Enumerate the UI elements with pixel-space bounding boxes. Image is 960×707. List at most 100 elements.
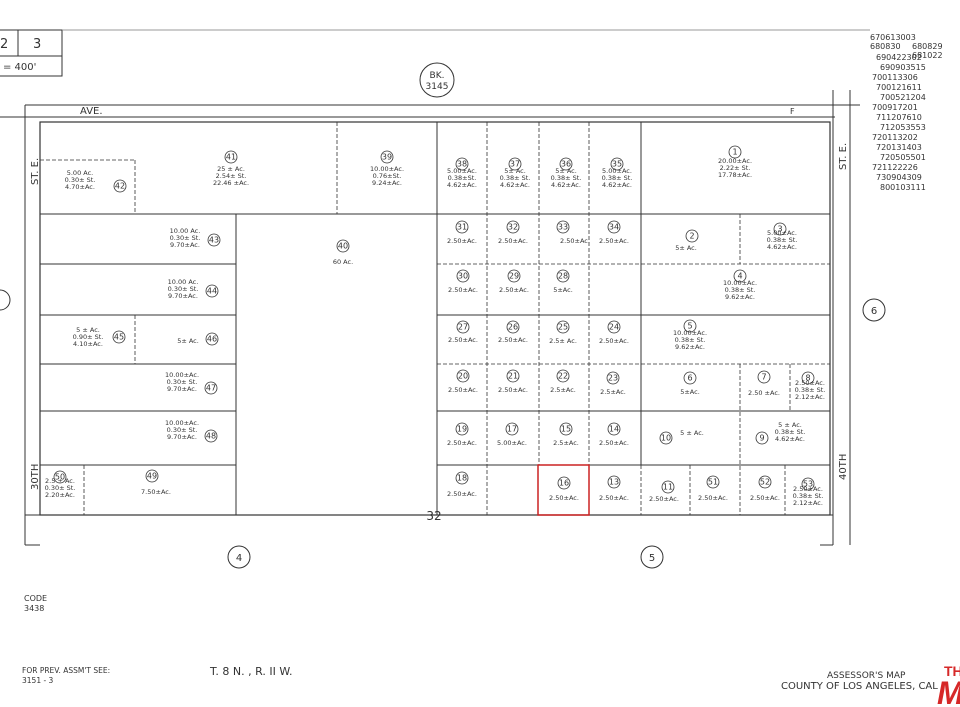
parcel-circle-18[interactable] [455, 471, 469, 485]
parcel-number-15: 15 [561, 425, 571, 434]
parcel-area-37: 5± Ac. [504, 167, 526, 175]
parcel-circle-7[interactable] [757, 370, 771, 384]
parcel-circle-26[interactable] [506, 320, 520, 334]
parcel-circle-20[interactable] [456, 369, 470, 383]
code-value: 3438 [24, 604, 44, 613]
parcel-circle-45[interactable] [112, 330, 126, 344]
parcel-area-29: 2.50±Ac. [499, 286, 529, 294]
parcel-area-36: 5± Ac. [555, 167, 577, 175]
parcel-circle-47[interactable] [204, 381, 218, 395]
parcel-area-53: 2.12±Ac. [793, 499, 823, 507]
parcel-number-25: 25 [558, 323, 568, 332]
parcel-circle-34[interactable] [607, 220, 621, 234]
parcel-circle-11[interactable] [661, 480, 675, 494]
parcel-circle-27[interactable] [456, 320, 470, 334]
parcel-circle-5[interactable] [683, 319, 697, 333]
parcel-number-41: 41 [226, 153, 236, 162]
parcel-area-24: 2.50±Ac. [599, 337, 629, 345]
parcel-circle-3[interactable] [773, 222, 787, 236]
parcel-circle-14[interactable] [607, 422, 621, 436]
parcel-circle-25[interactable] [556, 320, 570, 334]
parcel-circle-15[interactable] [559, 422, 573, 436]
parcel-circle-50[interactable] [53, 470, 67, 484]
parcel-circle-30[interactable] [456, 269, 470, 283]
parcel-circle-17[interactable] [505, 422, 519, 436]
parcel-circle-52[interactable] [758, 475, 772, 489]
parcel-area-44: 9.70±Ac. [168, 292, 198, 300]
parcel-area-47: 10.00±Ac. [165, 371, 199, 379]
parcel-circle-23[interactable] [606, 371, 620, 385]
parcel-area-13: 2.50±Ac. [599, 494, 629, 502]
parcel-number-51: 51 [708, 478, 718, 487]
parcel-circle-37[interactable] [508, 157, 522, 171]
adjacent-5-label: 5 [649, 553, 655, 564]
parcel-circle-31[interactable] [455, 220, 469, 234]
parcel-circle-39[interactable] [380, 150, 394, 164]
parcel-circle-33[interactable] [556, 220, 570, 234]
parcel-circle-10[interactable] [659, 431, 673, 445]
parcel-circle-19[interactable] [455, 422, 469, 436]
parcel-circle-4[interactable] [733, 269, 747, 283]
parcel-area-5: 9.62±Ac. [675, 343, 705, 351]
parcel-circle-9[interactable] [755, 431, 769, 445]
parcel-area-23: 2.5±Ac. [600, 388, 626, 396]
adjacent-section-5 [640, 545, 664, 569]
parcel-area-9: 4.62±Ac. [775, 435, 805, 443]
parcel-area-53: 2.50±Ac. [793, 485, 823, 493]
parcel-number-38: 38 [457, 160, 467, 169]
section-boundary [39, 121, 831, 516]
parcel-area-5: 10.00±Ac. [673, 329, 707, 337]
parcel-circle-40[interactable] [336, 239, 350, 253]
parcel-circle-22[interactable] [556, 369, 570, 383]
parcel-circle-49[interactable] [145, 469, 159, 483]
parcel-area-7: 2.50 ±Ac. [748, 389, 780, 397]
parcel-circle-1[interactable] [728, 145, 742, 159]
highlighted-parcel-16[interactable] [537, 464, 590, 516]
parcel-circle-16[interactable] [557, 476, 571, 490]
parcel-circle-32[interactable] [506, 220, 520, 234]
parcel-number-14: 14 [609, 425, 619, 434]
scale-text: = 400' [3, 62, 36, 73]
parcel-number-8: 8 [805, 374, 810, 383]
parcel-circle-38[interactable] [455, 157, 469, 171]
parcel-circle-21[interactable] [506, 369, 520, 383]
parcel-area-36: 4.62±Ac. [551, 181, 581, 189]
parcel-area-47: 0.30± St. [167, 378, 198, 386]
parcel-circle-53[interactable] [801, 477, 815, 491]
parcel-circle-2[interactable] [685, 229, 699, 243]
parcel-number-31: 31 [457, 223, 467, 232]
parcel-circle-41[interactable] [224, 150, 238, 164]
parcel-circle-46[interactable] [205, 332, 219, 346]
parcel-number-34: 34 [609, 223, 619, 232]
parcel-number-32: 32 [508, 223, 518, 232]
prev-assessment-value: 3151 - 3 [22, 676, 54, 685]
parcel-circle-8[interactable] [801, 371, 815, 385]
parcel-circle-48[interactable] [204, 429, 218, 443]
parcel-number-44: 44 [207, 287, 217, 296]
parcel-circle-51[interactable] [706, 475, 720, 489]
parcel-area-21: 2.50±Ac. [498, 386, 528, 394]
parcel-circle-6[interactable] [683, 371, 697, 385]
parcel-circle-42[interactable] [113, 179, 127, 193]
parcel-circle-24[interactable] [607, 320, 621, 334]
parcel-circle-36[interactable] [559, 157, 573, 171]
parcel-circle-35[interactable] [610, 157, 624, 171]
parcel-circle-44[interactable] [205, 284, 219, 298]
parcel-id-720131403: 720131403 [876, 143, 922, 152]
parcel-circle-13[interactable] [607, 475, 621, 489]
parcel-circle-43[interactable] [207, 233, 221, 247]
parcel-area-37: 4.62±Ac. [500, 181, 530, 189]
parcel-number-10: 10 [661, 434, 671, 443]
parcel-number-23: 23 [608, 374, 618, 383]
parcel-area-8: 2.12±Ac. [795, 393, 825, 401]
parcel-area-8: 2.50±Ac. [795, 379, 825, 387]
parcel-id-800103111: 800103111 [880, 183, 926, 192]
parcel-circle-29[interactable] [507, 269, 521, 283]
parcel-area-26: 2.50±Ac. [498, 336, 528, 344]
parcel-circle-28[interactable] [556, 269, 570, 283]
parcel-id-681022: 681022 [912, 51, 943, 60]
parcel-number-4: 4 [737, 272, 742, 281]
parcel-number-7: 7 [761, 373, 766, 382]
parcel-area-43: 0.30± St. [170, 234, 201, 242]
